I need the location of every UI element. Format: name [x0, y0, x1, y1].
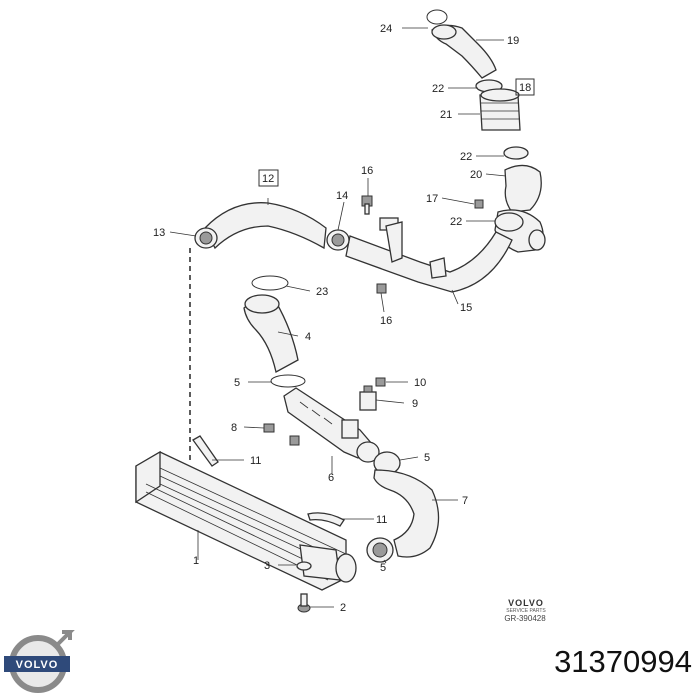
callout-22-a: 22 — [432, 83, 444, 95]
callout-7: 7 — [462, 495, 468, 507]
callout-10: 10 — [414, 377, 426, 389]
hose-7 — [373, 469, 440, 558]
clamp-13 — [194, 227, 218, 249]
callout-22-c: 22 — [450, 216, 462, 228]
bolt-16-top — [361, 195, 373, 215]
bolt-10 — [375, 377, 386, 387]
callout-24: 24 — [380, 23, 392, 35]
bolt-16-bottom — [376, 283, 387, 294]
volvo-logo: VOLVO — [4, 630, 75, 693]
callout-20: 20 — [470, 169, 482, 181]
bracket-11-right — [307, 512, 345, 527]
clamp-22-mid — [503, 146, 529, 160]
callout-9: 9 — [412, 398, 418, 410]
part-number: 31370994 — [554, 644, 692, 679]
callout-22-b: 22 — [460, 151, 472, 163]
brand-subtitle: SERVICE PARTS — [506, 608, 546, 614]
hose-12 — [204, 202, 327, 250]
callout-11-a: 11 — [250, 455, 261, 467]
callout-19: 19 — [507, 35, 519, 47]
callout-17: 17 — [426, 193, 438, 205]
callout-5-b: 5 — [424, 452, 430, 464]
callout-labels: 24 19 18 22 21 22 20 16 12 14 17 22 13 2… — [153, 23, 531, 614]
callout-15: 15 — [460, 302, 472, 314]
sensor-9 — [359, 385, 377, 411]
callout-16-a: 16 — [361, 165, 373, 177]
intercooler-1 — [135, 450, 357, 591]
hose-20 — [504, 164, 542, 213]
callout-3: 3 — [264, 560, 270, 572]
pipe-6 — [283, 387, 380, 463]
pipe-19 — [431, 24, 497, 79]
bellows-21 — [479, 88, 521, 131]
callout-16-b: 16 — [380, 315, 392, 327]
washer-3 — [296, 561, 312, 571]
volvo-logo-text: VOLVO — [16, 659, 59, 671]
pipe-4 — [243, 294, 299, 373]
clamp-14 — [326, 229, 350, 251]
callout-11-b: 11 — [376, 514, 387, 526]
callout-5-a: 5 — [234, 377, 240, 389]
callout-12: 12 — [262, 173, 274, 185]
label-box-18 — [515, 78, 535, 96]
seal-ring-24 — [426, 9, 448, 25]
leader-lines — [169, 27, 507, 608]
callout-4: 4 — [305, 331, 311, 343]
bolt-2 — [297, 593, 311, 613]
pipe-15 — [345, 217, 513, 293]
callout-6: 6 — [328, 472, 334, 484]
callout-2: 2 — [340, 602, 346, 614]
callout-1: 1 — [193, 555, 199, 567]
brand-name: VOLVO — [508, 598, 544, 608]
diagram-reference: GR-390428 — [504, 614, 546, 623]
bolt-8 — [263, 423, 275, 433]
callout-14: 14 — [336, 190, 348, 202]
callout-18: 18 — [519, 82, 531, 94]
bolt-17 — [474, 199, 484, 209]
seal-23 — [251, 275, 289, 291]
seal-5-upper — [270, 374, 306, 388]
bracket-11-left — [192, 435, 219, 467]
bolt-6b — [289, 435, 300, 446]
label-box-12 — [258, 169, 279, 187]
callout-13: 13 — [153, 227, 165, 239]
callout-21: 21 — [440, 109, 452, 121]
callout-23: 23 — [316, 286, 328, 298]
callout-5-c: 5 — [380, 562, 386, 574]
callout-8: 8 — [231, 422, 237, 434]
clamp-5-low — [366, 537, 394, 563]
